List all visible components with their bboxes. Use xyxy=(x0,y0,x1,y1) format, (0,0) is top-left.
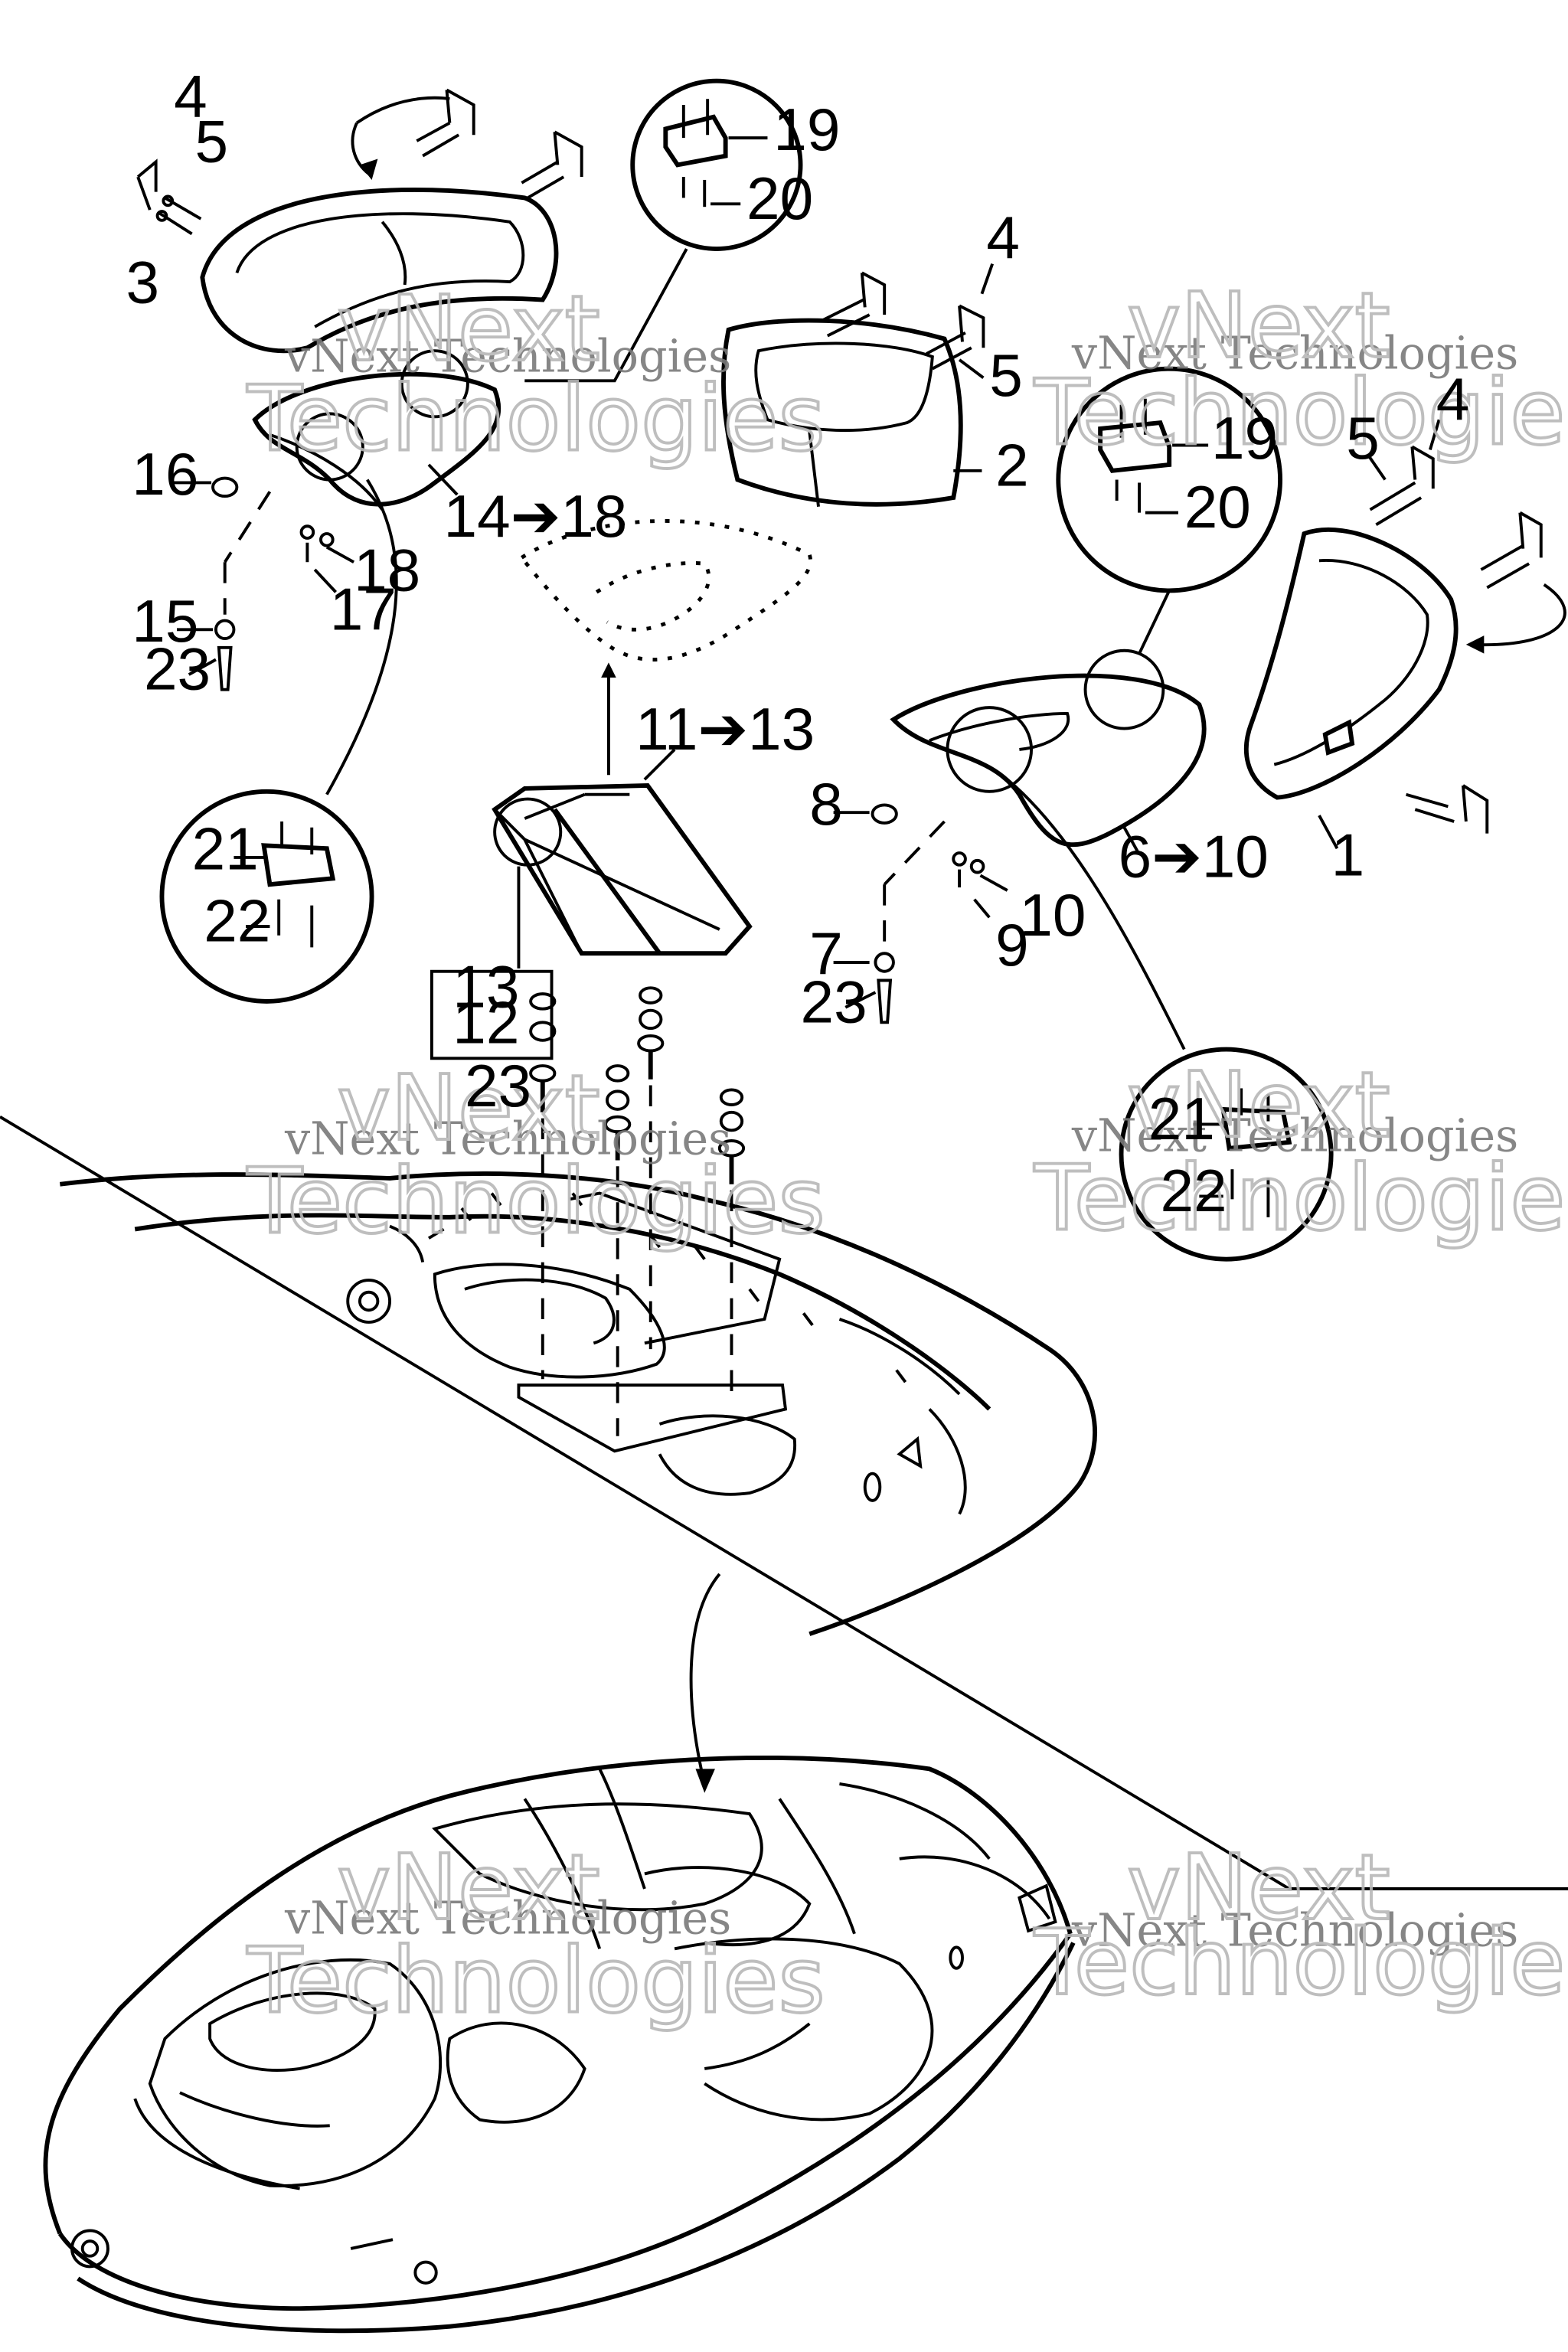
backrest-2 xyxy=(721,318,963,508)
detail-circle-19-20-top xyxy=(630,78,803,251)
part-label: 5 xyxy=(195,107,229,175)
watermark-text: vNext Technologies xyxy=(284,1112,731,1165)
watermark-text: Technologies xyxy=(247,366,825,471)
part-label: 22 xyxy=(1160,1157,1227,1224)
part-label: 5 xyxy=(1346,404,1380,472)
part-label: 7 xyxy=(809,920,843,988)
part-label: 16 xyxy=(132,440,198,508)
backrest-3 xyxy=(200,188,559,354)
part-label: 20 xyxy=(746,165,813,232)
callout-box-13-12 xyxy=(430,969,554,1060)
part-label: 3 xyxy=(126,249,159,316)
part-label: 9 xyxy=(995,911,1029,978)
arrow-curve-left xyxy=(355,96,450,125)
callout-curve-to-boat xyxy=(689,1573,721,1785)
leader-detail-21-left xyxy=(325,479,398,795)
watermark-text: vNext xyxy=(338,276,600,381)
part-label: 21 xyxy=(192,815,259,883)
leader-top-circle xyxy=(524,248,688,383)
section-divider-line xyxy=(0,1115,1568,1890)
watermarks: vNext Technologies Technologies vNext vN… xyxy=(245,272,1568,2034)
part-labels: 4 5 3 19 20 4 5 2 19 20 4 5 16 14➔18 18 … xyxy=(126,63,1469,1224)
part-label: 20 xyxy=(1184,473,1251,541)
boat-overview xyxy=(43,1756,1076,2334)
leader-right-circle xyxy=(1138,590,1171,655)
part-label: 11➔13 xyxy=(635,695,815,763)
part-label: 8 xyxy=(809,770,843,838)
cushion-hardware-right xyxy=(833,803,1141,1024)
watermark-text: vNext xyxy=(1127,273,1390,378)
part-label: 22 xyxy=(204,887,270,955)
bracket-hardware-right xyxy=(1367,419,1543,834)
part-label: 23 xyxy=(465,1052,531,1119)
bracket-hardware-middle xyxy=(821,263,995,379)
detail-circle-21-22-right xyxy=(1119,1047,1334,1262)
bracket-hardware-left xyxy=(136,88,583,236)
part-label: 2 xyxy=(995,431,1029,498)
part-label: 13 xyxy=(452,953,519,1021)
base-fasteners xyxy=(529,986,746,1436)
watermark-text: vNext Technologies xyxy=(1071,1903,1518,1956)
detail-circle-21-22-left xyxy=(159,789,374,1004)
part-label: 5 xyxy=(989,341,1023,409)
part-label: 4 xyxy=(1436,365,1470,433)
watermark-text: vNext Technologies xyxy=(1071,1109,1518,1162)
arrow-curve-right xyxy=(1475,583,1566,647)
seat-base-11-13 xyxy=(492,782,753,956)
part-label: 10 xyxy=(1019,881,1086,949)
watermark-text: vNext Technologies xyxy=(284,1892,731,1945)
part-label: 23 xyxy=(801,968,867,1035)
watermark-text: Technologies xyxy=(1034,1146,1568,1251)
part-label: 17 xyxy=(330,575,397,642)
watermark-text: vNext xyxy=(1127,1053,1390,1158)
part-label: 1 xyxy=(1331,821,1365,888)
cushion-6-10 xyxy=(890,648,1207,848)
cushion-14-18 xyxy=(252,349,501,511)
part-label: 23 xyxy=(144,635,211,703)
part-label: 15 xyxy=(132,587,198,655)
part-label: 19 xyxy=(1211,404,1278,472)
cushion-hardware-left xyxy=(174,463,459,691)
part-label: 12 xyxy=(452,989,519,1057)
part-label: 18 xyxy=(354,536,420,603)
watermark-text: vNext Technologies xyxy=(1071,327,1518,380)
part-label: 6➔10 xyxy=(1119,822,1269,890)
part-label: 14➔18 xyxy=(444,482,628,550)
part-label: 21 xyxy=(1148,1085,1215,1152)
watermark-text: vNext xyxy=(338,1056,600,1161)
watermark-text: Technologies xyxy=(247,1148,825,1253)
leader-detail-21-right xyxy=(1006,778,1186,1050)
leader-11-13 xyxy=(643,748,676,781)
part-label: 19 xyxy=(773,96,840,163)
backrest-1 xyxy=(1243,528,1459,800)
part-label: 4 xyxy=(174,63,207,130)
boat-hull-section xyxy=(59,1171,1097,1636)
part-label: 4 xyxy=(986,204,1020,271)
watermark-text: vNext xyxy=(338,1835,600,1940)
watermark-text: vNext Technologies xyxy=(284,330,731,383)
watermark-text: vNext xyxy=(1127,1835,1390,1940)
watermark-text: Technologies xyxy=(247,1929,825,2034)
watermark-text: Technologies xyxy=(1034,1910,1568,2015)
watermark-text: Technologies xyxy=(1034,361,1568,466)
